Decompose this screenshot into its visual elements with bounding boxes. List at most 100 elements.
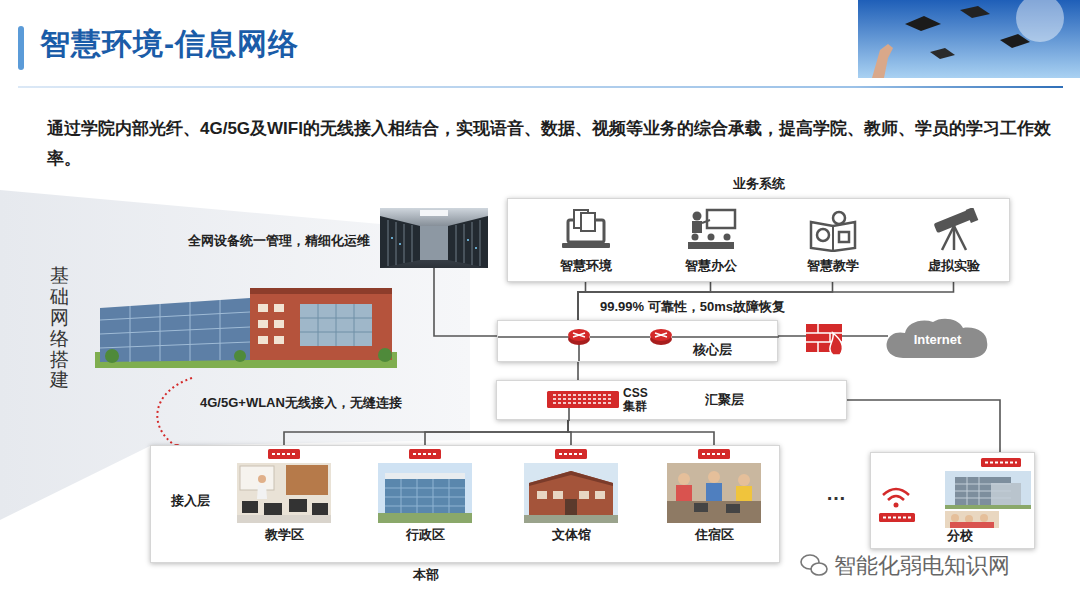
- system-icon: [558, 208, 614, 252]
- rect-part: [555, 449, 587, 459]
- polygon-part: [1000, 34, 1030, 48]
- circle-part: [467, 239, 469, 241]
- link-line: [847, 400, 1000, 452]
- box-label: 智慧教学: [807, 257, 859, 275]
- ellipsis-mark-slot: …: [826, 482, 846, 505]
- polygon-part: [529, 471, 613, 486]
- link-line: [568, 420, 714, 447]
- reliability-note-slot: 99.99% 可靠性，50ms故障恢复: [600, 298, 785, 316]
- box-label: 汇聚层: [705, 391, 744, 409]
- core-layer-box: 核心层: [497, 320, 778, 362]
- header-photo: [858, 0, 1080, 78]
- internet-cloud: Internet: [885, 318, 990, 360]
- box-label: 住宿区: [695, 526, 734, 544]
- server-room-photo: [380, 208, 488, 268]
- rect-part: [258, 336, 268, 344]
- system-item: 虚拟实验: [901, 205, 1006, 279]
- rect-part: [420, 226, 448, 260]
- path-part: [272, 453, 296, 455]
- label-slot: 全网设备统一管理，精细化运维: [188, 232, 370, 250]
- circle-part: [399, 243, 401, 245]
- css-switch: [497, 381, 848, 421]
- rect-part: [562, 243, 610, 248]
- circle-part: [475, 247, 477, 249]
- path-part: [553, 395, 613, 403]
- gym-photo: [521, 449, 621, 523]
- box-label: 分校: [947, 527, 973, 545]
- rect-part: [565, 499, 577, 515]
- system-item: 智慧办公: [658, 205, 763, 279]
- circle-part: [678, 473, 690, 485]
- circle-part: [707, 234, 714, 241]
- watermark-slot: 智能化弱电知识网: [834, 551, 1010, 581]
- path-part: [413, 453, 437, 455]
- box-label: 接入层: [171, 492, 210, 510]
- page-title: 智慧环境-信息网络: [40, 24, 299, 65]
- circle-part: [894, 503, 899, 508]
- path-part: [100, 300, 250, 362]
- rect-part: [264, 503, 282, 515]
- box-label: 核心层: [693, 341, 769, 359]
- rect-part: [879, 513, 915, 522]
- system-panel: 业务系统 智慧环境 智慧办公 智慧教学 虚拟实验: [507, 198, 1010, 282]
- label-slot: 分校: [947, 527, 973, 545]
- rect-part: [945, 505, 1031, 509]
- rect-part: [268, 449, 300, 459]
- path-part: [157, 378, 192, 446]
- path-part: [655, 333, 667, 337]
- path-part: [872, 44, 893, 78]
- line-part: [590, 336, 650, 338]
- rect-part: [258, 304, 268, 312]
- rect-part: [378, 463, 472, 523]
- intro-text-slot: 通过学院内部光纤、4G/5G及WIFI的无线接入相结合，实现语音、数据、视频等业…: [47, 114, 1057, 174]
- rect-part: [286, 465, 328, 495]
- vertical-heading-slot: 基础网络搭建: [50, 266, 69, 391]
- rect-part: [981, 458, 1021, 467]
- path-part: [388, 220, 480, 266]
- box-label: 全网设备统一管理，精细化运维: [188, 232, 370, 250]
- rect-part: [707, 210, 735, 228]
- rect-part: [839, 232, 849, 242]
- rect-part: [378, 513, 472, 523]
- circle-part: [1016, 0, 1064, 42]
- rect-part: [595, 491, 605, 499]
- rect-part: [250, 292, 392, 360]
- line-part: [498, 336, 570, 338]
- rect-part: [274, 336, 284, 344]
- rect-part: [237, 515, 331, 523]
- path-part: [811, 222, 855, 251]
- rect-part: [945, 471, 1031, 509]
- branch-box: 分校: [870, 452, 1035, 549]
- circle-part: [817, 229, 829, 241]
- rect-part: [706, 483, 722, 501]
- polygon-part: [448, 216, 488, 268]
- path-part: [300, 304, 372, 346]
- path-part: [985, 462, 1017, 464]
- zone-box: 文体馆: [516, 447, 626, 547]
- rect-part: [965, 208, 978, 223]
- polygon-part: [930, 48, 955, 59]
- system-icon: [683, 208, 739, 252]
- classroom-photo: [234, 449, 334, 523]
- ellipse-part: [650, 329, 672, 341]
- link-line: [434, 268, 497, 336]
- circle-part: [833, 212, 845, 224]
- rect-part: [420, 210, 448, 216]
- rect-part: [258, 320, 268, 328]
- box-label: 文体馆: [552, 526, 591, 544]
- line-part: [672, 336, 779, 338]
- vertical-heading: 基础网络搭建: [50, 266, 69, 391]
- circle-part: [980, 514, 988, 522]
- circle-part: [391, 237, 393, 239]
- rect-part: [380, 208, 488, 268]
- rect-part: [991, 483, 1021, 505]
- rect-part: [945, 511, 999, 528]
- rect-part: [667, 463, 761, 523]
- zone-box: 住宿区: [659, 447, 769, 547]
- wireless-arc: [157, 378, 192, 450]
- rect-part: [667, 501, 761, 523]
- ellipsis-mark: …: [826, 482, 846, 505]
- rect-part: [242, 501, 258, 513]
- server-room: 全网设备统一管理，精细化运维: [380, 208, 488, 268]
- polygon-part: [960, 6, 990, 18]
